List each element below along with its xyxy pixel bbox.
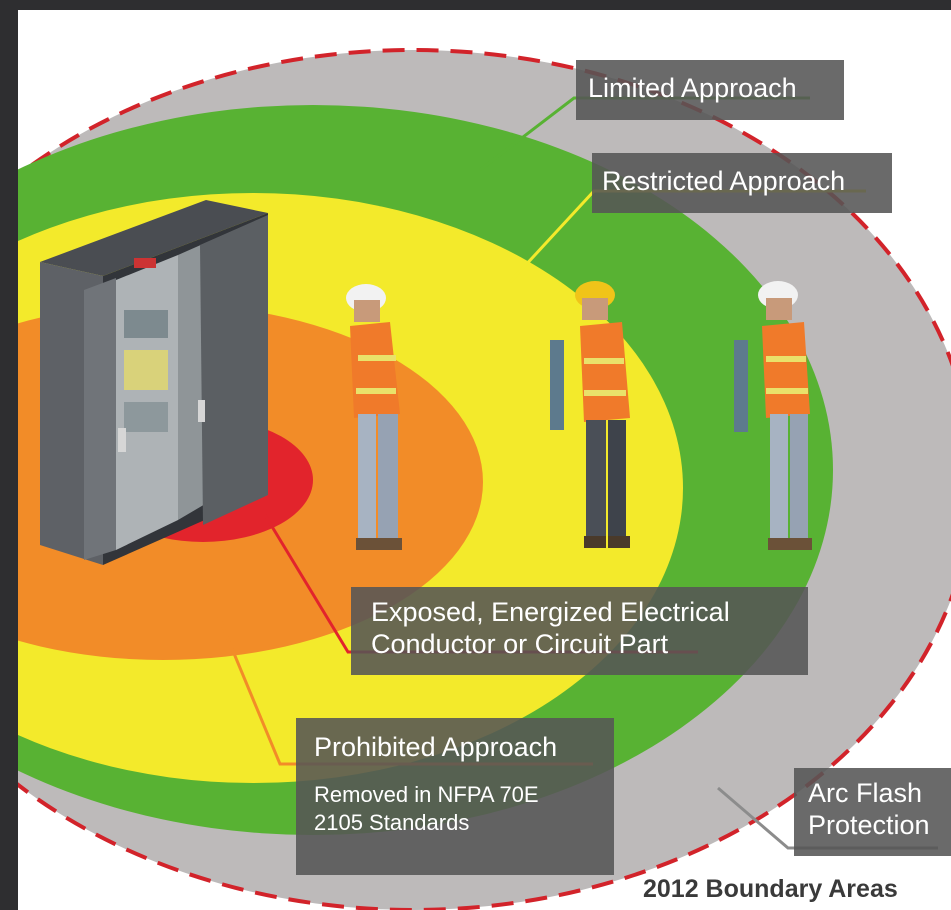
frame-left bbox=[0, 0, 18, 910]
prohibited-approach-text: Prohibited Approach bbox=[314, 732, 558, 762]
arc-flash-text-line1: Arc Flash bbox=[808, 778, 923, 808]
exposed-part-text-line1: Exposed, Energized Electrical bbox=[371, 597, 730, 627]
frame-top bbox=[0, 0, 951, 10]
arc-flash-label: Arc Flash Protection bbox=[794, 768, 951, 856]
restricted-approach-label: Restricted Approach bbox=[592, 153, 892, 213]
arc-flash-text-line2: Protection bbox=[808, 810, 930, 840]
prohibited-note-line1: Removed in NFPA 70E bbox=[314, 782, 539, 807]
limited-approach-text: Limited Approach bbox=[588, 73, 797, 103]
exposed-part-label: Exposed, Energized Electrical Conductor … bbox=[351, 587, 808, 675]
electrical-cabinet bbox=[40, 200, 268, 565]
diagram-canvas: Limited Approach Restricted Approach Exp… bbox=[18, 10, 951, 910]
worker-2 bbox=[550, 281, 630, 548]
diagram-caption: 2012 Boundary Areas bbox=[643, 875, 898, 903]
exposed-part-text-line2: Conductor or Circuit Part bbox=[371, 629, 669, 659]
prohibited-approach-label: Prohibited Approach Removed in NFPA 70E … bbox=[296, 718, 614, 875]
worker-3 bbox=[734, 281, 812, 550]
prohibited-note-line2: 2105 Standards bbox=[314, 810, 470, 835]
limited-approach-label: Limited Approach bbox=[576, 60, 844, 120]
worker-1 bbox=[346, 284, 402, 550]
restricted-approach-text: Restricted Approach bbox=[602, 166, 846, 196]
